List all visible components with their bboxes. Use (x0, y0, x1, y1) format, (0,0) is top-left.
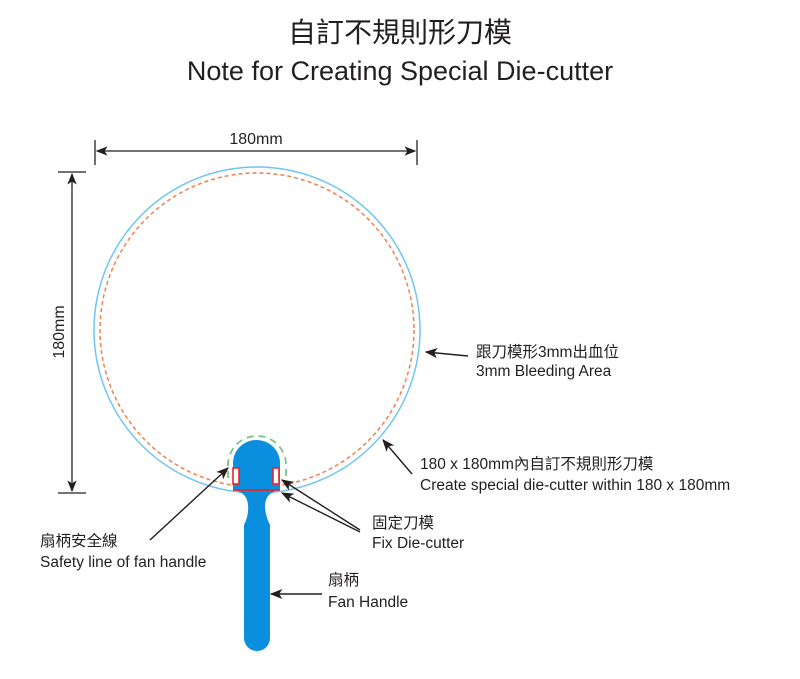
safety-label-en: Safety line of fan handle (40, 554, 206, 571)
fix-slot-right (272, 467, 280, 485)
fix-arrow-1 (280, 479, 361, 531)
width-label: 180mm (229, 131, 282, 148)
area-label-en: Create special die-cutter within 180 x 1… (420, 477, 730, 494)
handle-label-en: Fan Handle (328, 594, 408, 611)
bleed-label-zh: 跟刀模形3mm出血位 (476, 343, 619, 361)
area-label-zh: 180 x 180mm內自訂不規則形刀模 (420, 455, 653, 473)
height-dimension (58, 171, 86, 494)
safety-arrow (149, 467, 229, 541)
title-en: Note for Creating Special Die-cutter (187, 56, 613, 86)
height-label: 180mm (51, 305, 68, 358)
width-dimension (94, 140, 418, 165)
fix-label-en: Fix Die-cutter (372, 535, 464, 552)
fan-handle (233, 440, 280, 651)
cut-circle (99, 172, 415, 488)
fix-arrow-2 (280, 492, 361, 533)
title-zh: 自訂不規則形刀模 (288, 17, 512, 48)
fix-label-zh: 固定刀模 (372, 514, 434, 532)
handle-label-zh: 扇柄 (328, 571, 359, 589)
fix-slot-left (232, 467, 240, 485)
bleed-label-en: 3mm Bleeding Area (476, 363, 612, 380)
safety-label-zh: 扇柄安全線 (40, 532, 118, 550)
bleed-arrow (424, 348, 469, 359)
area-arrow (382, 439, 413, 475)
